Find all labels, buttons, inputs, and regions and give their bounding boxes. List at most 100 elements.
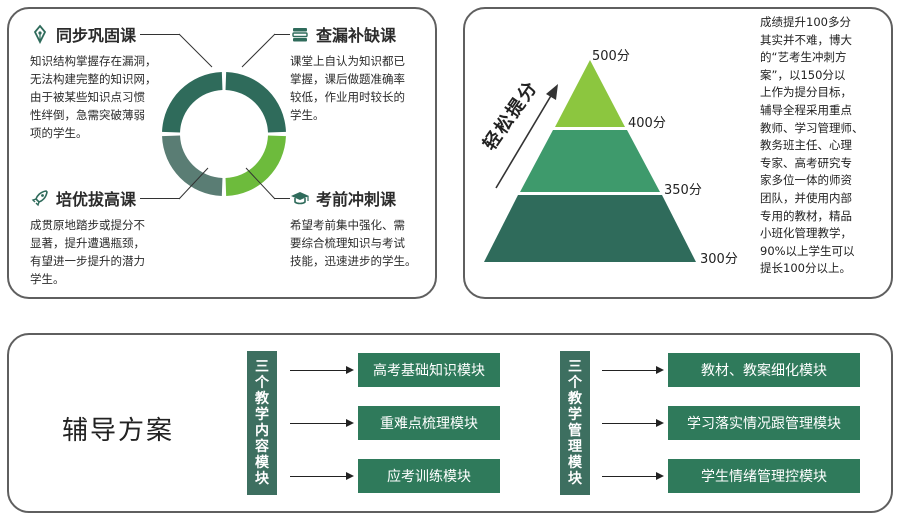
course-advanced-desc-line: 显著，提升遭遇瓶颈， [30,236,145,250]
score-300: 300分 [700,252,738,267]
courses-panel [7,7,437,299]
course-sync-underline [140,34,180,35]
easy-arrow-head [546,84,558,100]
arrow-management-1 [602,364,664,376]
donut-segments [162,72,286,196]
score-400: 400分 [628,116,666,131]
plan-description-line: 小班化管理教学， [760,226,852,241]
course-donut [162,72,286,196]
course-sync-desc-line: 项的学生。 [30,126,88,140]
module-exam-training: 应考训练模块 [358,459,500,493]
module-learning-tracking: 学习落实情况跟管理模块 [668,406,860,440]
module-materials: 教材、教案细化模块 [668,353,860,387]
pyramid-level-300 [484,195,696,262]
vertical-label-char: 块 [255,471,269,487]
pen-nib-icon [33,24,47,44]
course-advanced-desc-line: 成贯原地踏步或提分不 [30,218,145,232]
course-sprint-desc: 希望考前集中强化、需 要综合梳理知识与考试 技能，迅速进步的学生。 [290,216,440,270]
vertical-label-char: 内 [255,423,269,439]
arrow-management-2 [602,417,664,429]
vertical-label-char: 三 [255,359,269,375]
vertical-label-char: 教 [255,391,269,407]
vertical-label-char: 容 [255,439,269,455]
course-sync-connector [178,33,213,68]
donut-segment-sprint [225,135,286,196]
plan-description-line: 提长100分以上。 [760,261,851,276]
arrow-content-3 [290,470,354,482]
course-sync-desc-line: 无法构建完整的知识网， [30,72,157,86]
plan-description: 成绩提升100多分 其实并不难，博大 的“艺考生冲刺方 案”，以150分以 上作… [760,14,884,278]
course-sprint-title: 考前冲刺课 [290,186,440,210]
management-modules-label-text: 三个教学管理模块 [568,359,582,487]
course-sprint-desc-line: 要综合梳理知识与考试 [290,236,405,250]
score-500: 500分 [592,49,630,64]
plan-description-line: 案”，以150分以 [760,67,846,82]
content-modules-label-text: 三个教学内容模块 [255,359,269,487]
plan-description-line: 团队，并使用内部 [760,190,852,205]
content-modules-label: 三个教学内容模块 [247,351,277,495]
plan-description-line: 上作为提分目标， [760,85,852,100]
donut-segment-advanced [162,135,223,196]
course-sync-desc: 知识结构掌握存在漏洞， 无法构建完整的知识网， 由于被某些知识点习惯 性绊倒，急… [30,52,180,142]
plan-description-line: 成绩提升100多分 [760,15,851,29]
vertical-label-char: 三 [568,359,582,375]
arrow-management-3 [602,470,664,482]
module-emotion-management: 学生情绪管理控模块 [668,459,860,493]
vertical-label-char: 理 [568,439,582,455]
course-sprint-connector [245,167,276,200]
course-review-desc-line: 较低，作业用时较长的 [290,90,405,104]
module-key-points: 重难点梳理模块 [358,406,500,440]
plan-description-line: 其实并不难，博大 [760,32,852,47]
plan-description-line: 教务班主任、心理 [760,138,852,153]
course-sync-desc-line: 由于被某些知识点习惯 [30,90,145,104]
vertical-label-char: 模 [255,455,269,471]
course-sprint: 考前冲刺课 希望考前集中强化、需 要综合梳理知识与考试 技能，迅速进步的学生。 [290,186,440,270]
course-review-title-text: 查漏补缺课 [316,26,397,45]
plan-description-line: 专用的教材，精品 [760,208,852,223]
vertical-label-char: 学 [255,407,269,423]
plan-description-line: 90%以上学生可以 [760,243,855,258]
arrow-content-2 [290,417,354,429]
plan-description-line: 家多位一体的师资 [760,173,852,188]
course-review-underline [274,34,290,35]
course-review-title: 查漏补缺课 [290,22,440,46]
course-advanced-desc: 成贯原地踏步或提分不 显著，提升遭遇瓶颈， 有望进一步提升的潜力 学生。 [30,216,180,288]
course-review-desc-line: 掌握，课后做题准确率 [290,72,405,86]
vertical-label-char: 个 [568,375,582,391]
book-stack-icon [292,28,308,42]
course-sprint-title-text: 考前冲刺课 [316,190,397,209]
course-review: 查漏补缺课 课堂上自认为知识都已 掌握，课后做题准确率 较低，作业用时较长的 学… [290,22,440,124]
course-advanced-title-text: 培优拔高课 [56,190,137,209]
course-advanced-desc-line: 有望进一步提升的潜力 [30,254,145,268]
management-modules-label: 三个教学管理模块 [560,351,590,495]
course-sprint-underline [274,198,290,199]
donut-segment-review [225,72,286,133]
course-review-desc-line: 学生。 [290,108,325,122]
vertical-label-char: 个 [255,375,269,391]
vertical-label-char: 管 [568,423,582,439]
course-sync-desc-line: 知识结构掌握存在漏洞， [30,54,157,68]
pyramid-level-400 [555,60,625,127]
plan-title: 辅导方案 [62,416,175,446]
course-advanced: 培优拔高课 成贯原地踏步或提分不 显著，提升遭遇瓶颈， 有望进一步提升的潜力 学… [30,186,180,288]
graduation-cap-icon [291,192,309,205]
course-advanced-connector [178,167,209,200]
course-advanced-underline [140,198,180,199]
course-advanced-desc-line: 学生。 [30,272,65,286]
plan-description-line: 辅导全程采用重点 [760,102,852,117]
course-review-desc: 课堂上自认为知识都已 掌握，课后做题准确率 较低，作业用时较长的 学生。 [290,52,440,124]
score-pyramid [484,60,696,262]
arrow-content-1 [290,364,354,376]
vertical-label-char: 模 [568,455,582,471]
module-basic-knowledge: 高考基础知识模块 [358,353,500,387]
course-review-connector [241,33,276,68]
course-review-desc-line: 课堂上自认为知识都已 [290,54,405,68]
course-advanced-title: 培优拔高课 [30,186,180,210]
rocket-icon [31,190,48,207]
plan-description-line: 专家、高考研究专 [760,155,852,170]
plan-description-line: 的“艺考生冲刺方 [760,50,847,65]
plan-description-line: 教师、学习管理师、 [760,120,864,135]
course-sprint-desc-line: 希望考前集中强化、需 [290,218,405,232]
easy-arrow-line [495,93,553,189]
course-sync: 同步巩固课 知识结构掌握存在漏洞， 无法构建完整的知识网， 由于被某些知识点习惯… [30,22,180,142]
